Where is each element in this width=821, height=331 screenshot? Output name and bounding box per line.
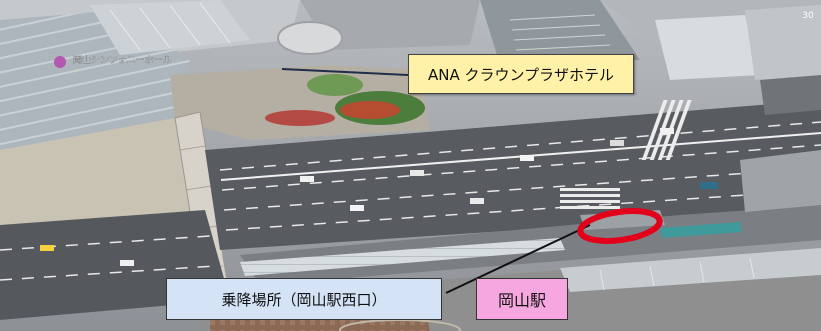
pickup-point-label: 乗降場所（岡山駅西口） — [166, 278, 442, 320]
building-block — [760, 75, 821, 115]
station-label: 岡山駅 — [476, 278, 568, 320]
pickup-location-marker[interactable] — [577, 207, 663, 246]
bus — [660, 222, 742, 238]
roundabout-garden — [307, 74, 363, 96]
glass-roof — [90, 0, 250, 55]
hotel-label: ANA クラウンプラザホテル — [408, 54, 634, 94]
place-pin-icon — [54, 56, 66, 68]
pedestrian-deck — [0, 118, 205, 240]
bus-canopy — [240, 238, 565, 276]
flower-bed — [265, 110, 335, 126]
building-block — [300, 0, 480, 50]
building-sign: 岡山シンフォニーホール — [73, 55, 172, 66]
station-label-text: 岡山駅 — [497, 291, 546, 310]
building-block — [740, 150, 821, 212]
glass-roof-grid — [109, 2, 231, 51]
building-block — [745, 5, 821, 80]
pickup-point-label-text: 乗降場所（岡山駅西口） — [221, 290, 387, 309]
building-block — [655, 15, 760, 80]
hotel-leader-line — [281, 68, 409, 76]
station-roof-lines — [599, 257, 755, 291]
parking-stripes — [509, 14, 611, 51]
corner-badge: 30 — [802, 11, 814, 21]
flower-bed — [340, 101, 400, 119]
parking-lot — [480, 0, 640, 65]
round-building — [277, 21, 343, 55]
plaza-circle — [339, 319, 461, 331]
lane-markings — [0, 121, 821, 281]
pickup-leader-line — [445, 224, 591, 294]
station-roof — [560, 248, 821, 292]
vehicles — [40, 128, 718, 266]
hotel-label-text: ANA クラウンプラザホテル — [427, 65, 615, 84]
crosswalk — [560, 100, 692, 209]
